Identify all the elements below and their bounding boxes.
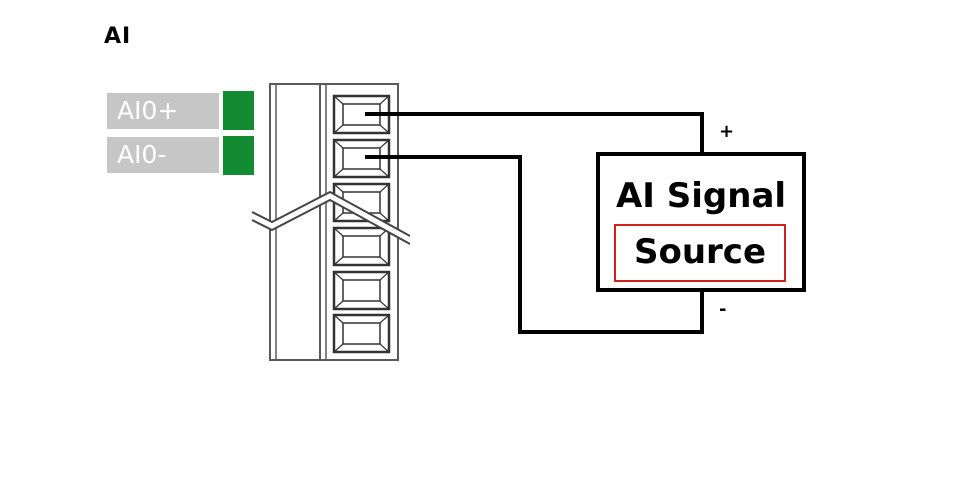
break-mark (250, 190, 412, 245)
wire-negative (365, 155, 704, 334)
terminal-label-ai0-plus: AI0+ (107, 93, 219, 129)
wire-positive (365, 112, 704, 154)
positive-polarity-label: + (719, 121, 735, 142)
terminal-slot (332, 313, 391, 354)
negative-polarity-label: - (719, 299, 727, 320)
signal-source-highlight: Source (614, 224, 786, 282)
terminal-label-ai0-minus: AI0- (107, 137, 219, 173)
terminal-indicator-ai0-minus (223, 136, 254, 175)
terminal-slot (332, 226, 391, 267)
terminal-indicator-ai0-plus (223, 91, 254, 130)
signal-source-box: AI Signal Source (596, 152, 806, 292)
diagram-title: AI (104, 24, 132, 49)
terminal-slot (332, 270, 391, 311)
signal-source-title: AI Signal (615, 176, 787, 216)
